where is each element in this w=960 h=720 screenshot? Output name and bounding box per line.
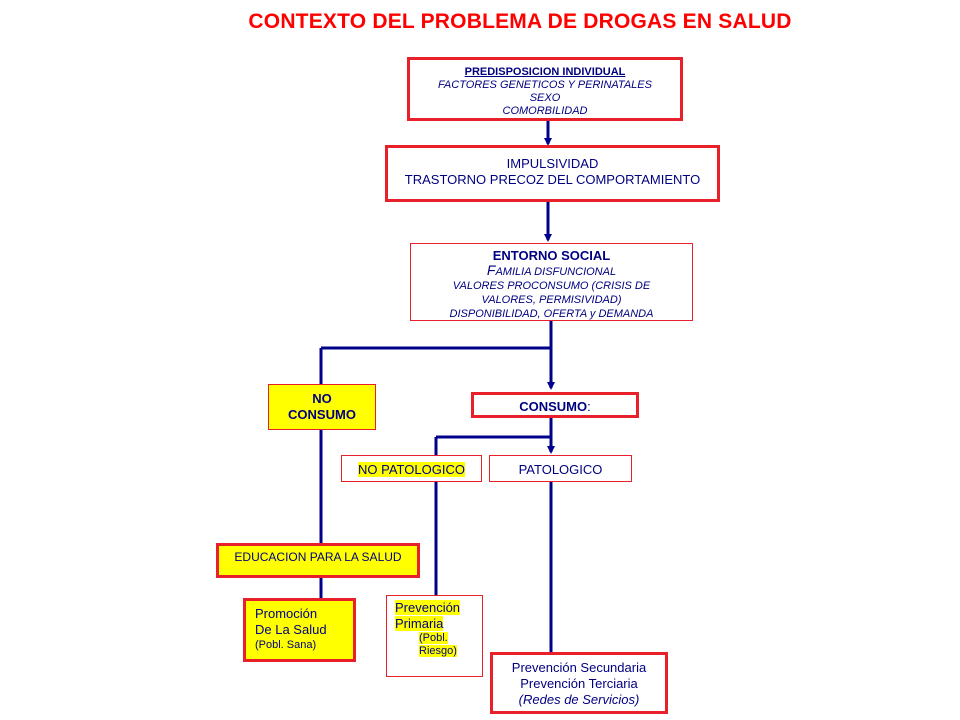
entorno-line-1-rest: AMILIA DISFUNCIONAL	[495, 266, 617, 278]
entorno-line-1: FAMILIA DISFUNCIONAL	[411, 263, 692, 279]
prevencion-primaria-box: Prevención Primaria (Pobl. Riesgo)	[386, 595, 483, 677]
prevencion-primaria-note-2: Riesgo)	[419, 645, 457, 657]
entorno-line-3: VALORES, PERMISIVIDAD)	[481, 294, 622, 306]
promocion-box: Promoción De La Salud (Pobl. Sana)	[243, 598, 356, 662]
prevencion-secundaria-box: Prevención Secundaria Prevención Terciar…	[490, 652, 668, 714]
predisposicion-line-2: SEXO	[529, 92, 561, 104]
impulsividad-box: IMPULSIVIDAD TRASTORNO PRECOZ DEL COMPOR…	[385, 145, 720, 202]
consumo-label: CONSUMO	[519, 399, 588, 414]
predisposicion-line-1: FACTORES GENETICOS Y PERINATALES	[438, 79, 652, 91]
predisposicion-line-3: COMORBILIDAD	[502, 105, 588, 117]
promocion-line-1: Promoción	[255, 606, 318, 621]
prevencion-primaria-line-1: Prevención	[395, 600, 461, 615]
promocion-line-2: De La Salud	[255, 622, 327, 637]
no-patologico-box: NO PATOLOGICO	[341, 455, 482, 482]
prevencion-primaria-line-2: Primaria	[395, 616, 444, 631]
prevencion-secundaria-note: (Redes de Servicios)	[518, 692, 640, 707]
consumo-text: CONSUMO:	[474, 399, 636, 414]
promocion-note: (Pobl. Sana)	[255, 639, 317, 651]
patologico-label: PATOLOGICO	[518, 462, 603, 477]
entorno-line-4: DISPONIBILIDAD, OFERTA y DEMANDA	[449, 308, 654, 320]
consumo-suffix: :	[587, 399, 591, 414]
patologico-box: PATOLOGICO	[489, 455, 632, 482]
entorno-line-2: VALORES PROCONSUMO (CRISIS DE	[452, 280, 651, 292]
no-consumo-line-1: NO	[312, 391, 332, 406]
predisposicion-box: PREDISPOSICION INDIVIDUAL FACTORES GENET…	[407, 57, 683, 121]
prevencion-secundaria-line-1: Prevención Secundaria	[511, 660, 647, 675]
no-consumo-line-2: CONSUMO	[288, 407, 356, 422]
predisposicion-heading: PREDISPOSICION INDIVIDUAL	[464, 66, 626, 78]
entorno-heading: ENTORNO SOCIAL	[492, 248, 611, 263]
impulsividad-line-1: IMPULSIVIDAD	[506, 156, 599, 171]
page-title: CONTEXTO DEL PROBLEMA DE DROGAS EN SALUD	[248, 10, 792, 33]
consumo-box: CONSUMO:	[471, 392, 639, 418]
educacion-label: EDUCACION PARA LA SALUD	[234, 550, 402, 564]
no-consumo-box: NO CONSUMO	[268, 384, 376, 430]
entorno-line-1-initial: F	[486, 262, 496, 278]
no-patologico-label: NO PATOLOGICO	[358, 462, 465, 477]
educacion-salud-box: EDUCACION PARA LA SALUD	[216, 543, 420, 578]
prevencion-primaria-note-1: (Pobl.	[419, 632, 448, 644]
impulsividad-line-2: TRASTORNO PRECOZ DEL COMPORTAMIENTO	[404, 172, 701, 187]
entorno-social-box: ENTORNO SOCIAL FAMILIA DISFUNCIONAL VALO…	[410, 243, 693, 321]
prevencion-terciaria-line: Prevención Terciaria	[520, 676, 638, 691]
